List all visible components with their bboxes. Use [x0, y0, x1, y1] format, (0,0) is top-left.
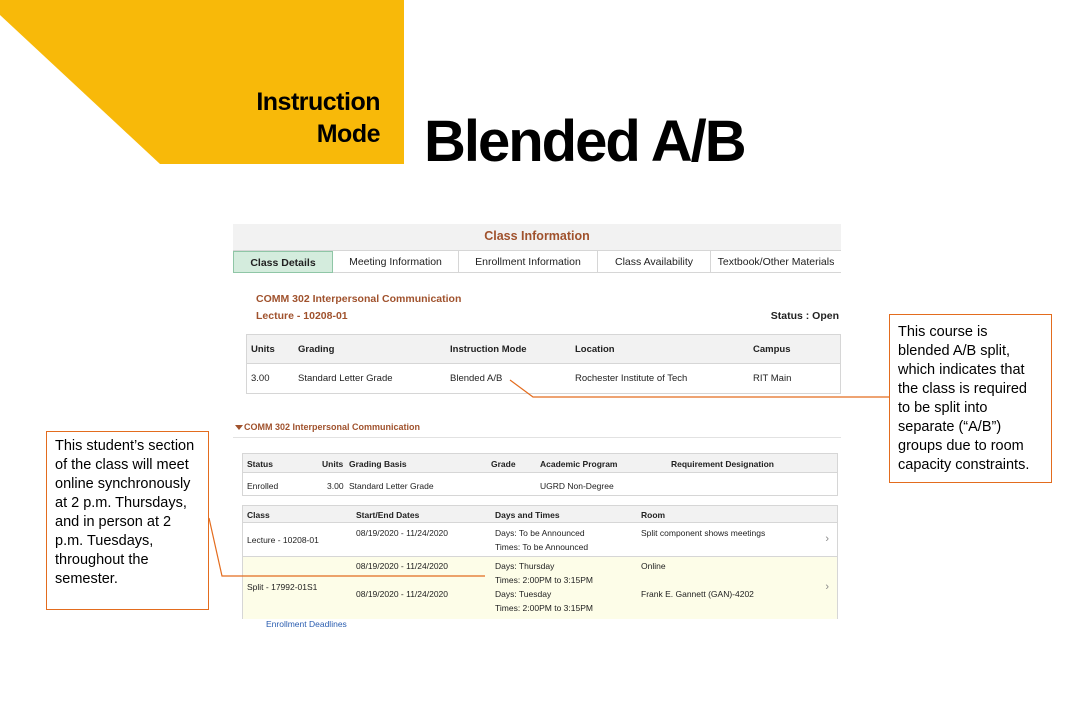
cell-grading: Standard Letter Grade: [298, 373, 393, 384]
course-title: COMM 302 Interpersonal Communication: [256, 293, 462, 305]
mode-label-line2: Mode: [316, 120, 381, 148]
tab-enrollment-information[interactable]: Enrollment Information: [459, 251, 598, 273]
class-info-header-row: Units Grading Instruction Mode Location …: [247, 335, 840, 364]
instruction-mode-label: Instruction Mode: [230, 86, 380, 150]
cell-enroll-status: Enrolled: [247, 481, 279, 491]
split-meeting2-days: Days: Tuesday: [495, 589, 552, 599]
lecture-class: Lecture - 10208-01: [247, 535, 319, 545]
cell-location: Rochester Institute of Tech: [575, 373, 688, 384]
class-meetings-table: Class Start/End Dates Days and Times Roo…: [242, 505, 838, 619]
split-row[interactable]: Split - 17992-01S1 08/19/2020 - 11/24/20…: [243, 557, 837, 619]
tab-bar: Class Details Meeting Information Enroll…: [233, 250, 841, 273]
split-class: Split - 17992-01S1: [247, 582, 318, 592]
lecture-days: Days: To be Announced: [495, 528, 585, 538]
header-location: Location: [575, 344, 615, 355]
header-campus: Campus: [753, 344, 791, 355]
header-grading: Grading: [298, 344, 335, 355]
header-grade: Grade: [491, 459, 516, 469]
header-units: Units: [322, 459, 344, 469]
enrollment-section-title: COMM 302 Interpersonal Communication: [244, 422, 421, 432]
tab-class-availability[interactable]: Class Availability: [598, 251, 711, 273]
enrollment-section-toggle[interactable]: COMM 302 Interpersonal Communication: [233, 420, 841, 438]
student-schedule-callout: This student’s section of the class will…: [46, 431, 209, 610]
page-title: Blended A/B: [424, 109, 747, 174]
chevron-right-icon: ›: [825, 533, 829, 545]
tab-meeting-information[interactable]: Meeting Information: [333, 251, 459, 273]
cell-enroll-units: 3.00: [327, 481, 344, 491]
class-info-table: Units Grading Instruction Mode Location …: [246, 334, 841, 394]
header-days-and-times: Days and Times: [495, 510, 560, 520]
lecture-dates: 08/19/2020 - 11/24/2020: [356, 528, 449, 538]
header-instruction-mode: Instruction Mode: [450, 344, 527, 355]
lecture-times: Times: To be Announced: [495, 542, 589, 552]
split-meeting2-times: Times: 2:00PM to 3:15PM: [495, 603, 593, 613]
class-meetings-header-row: Class Start/End Dates Days and Times Roo…: [243, 506, 837, 523]
cell-grading-basis: Standard Letter Grade: [349, 481, 434, 491]
split-meeting1-days: Days: Thursday: [495, 561, 555, 571]
enrollment-status-table: Status Units Grading Basis Grade Academi…: [242, 453, 838, 496]
cell-instruction-mode: Blended A/B: [450, 373, 503, 384]
lecture-room: Split component shows meetings: [641, 528, 766, 538]
split-meeting2-room: Frank E. Gannett (GAN)-4202: [641, 589, 754, 599]
split-meeting1-times: Times: 2:00PM to 3:15PM: [495, 575, 593, 585]
header-class: Class: [247, 510, 270, 520]
chevron-right-icon: ›: [825, 581, 829, 593]
cell-academic-program: UGRD Non-Degree: [540, 481, 614, 491]
split-meeting1-room: Online: [641, 561, 666, 571]
header-grading-basis: Grading Basis: [349, 459, 407, 469]
header-start-end-dates: Start/End Dates: [356, 510, 420, 520]
header-status: Status: [247, 459, 273, 469]
section-title: Lecture - 10208-01: [256, 310, 348, 322]
tab-class-details[interactable]: Class Details: [233, 251, 333, 273]
mode-label-line1: Instruction: [256, 88, 380, 116]
enrollment-deadlines-link[interactable]: Enrollment Deadlines: [266, 619, 347, 628]
header-banner: [0, 0, 404, 164]
header-requirement-designation: Requirement Designation: [671, 459, 774, 469]
class-information-panel: Class Information Class Details Meeting …: [233, 224, 841, 628]
header-academic-program: Academic Program: [540, 459, 618, 469]
panel-title: Class Information: [233, 224, 841, 250]
split-meeting1-dates: 08/19/2020 - 11/24/2020: [356, 561, 449, 571]
split-meeting2-dates: 08/19/2020 - 11/24/2020: [356, 589, 449, 599]
header-units: Units: [251, 344, 275, 355]
cell-campus: RIT Main: [753, 373, 792, 384]
lecture-row[interactable]: Lecture - 10208-01 08/19/2020 - 11/24/20…: [243, 523, 837, 557]
triangle-down-icon: [235, 425, 243, 430]
status-text: Status : Open: [770, 310, 839, 322]
cell-units: 3.00: [251, 373, 270, 384]
enrollment-header-row: Status Units Grading Basis Grade Academi…: [243, 454, 837, 473]
blended-split-callout: This course is blended A/B split, which …: [889, 314, 1052, 483]
tab-textbook-materials[interactable]: Textbook/Other Materials: [717, 256, 835, 268]
header-room: Room: [641, 510, 666, 520]
